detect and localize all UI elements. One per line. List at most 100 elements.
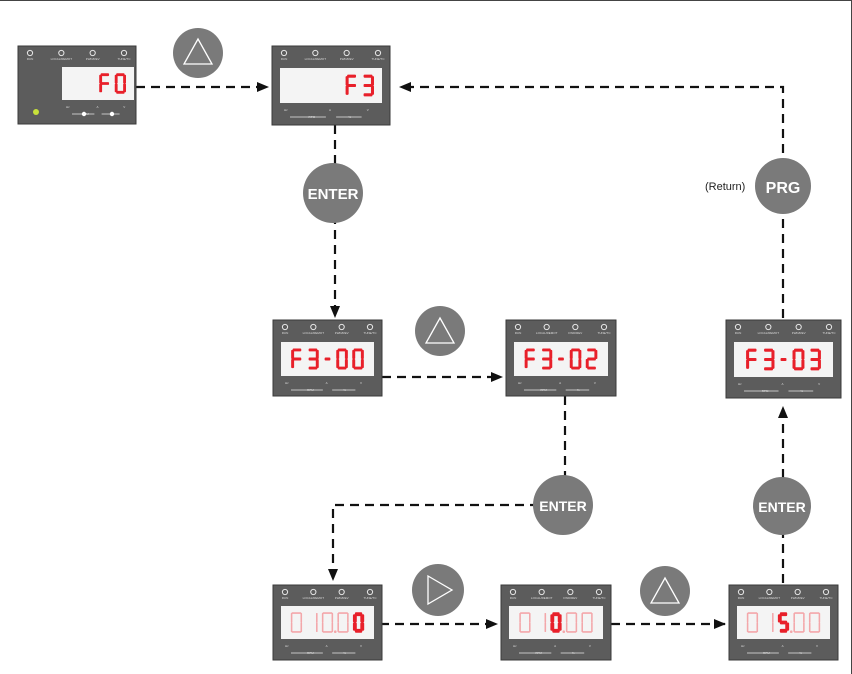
indicator-led <box>600 323 608 331</box>
indicator-led <box>737 588 745 596</box>
indicator-label: LOCAL/REMOT <box>51 57 73 61</box>
right-triangle-icon <box>427 574 454 606</box>
indicator-led <box>794 588 801 596</box>
indicator-led <box>281 323 289 331</box>
prg-button[interactable]: PRG <box>755 158 811 214</box>
up-button-3[interactable] <box>640 566 690 616</box>
enter-button-2[interactable]: ENTER <box>533 475 593 535</box>
indicator-label: RUN <box>281 57 288 61</box>
seven-seg-digit <box>524 348 535 369</box>
svg-text:A: A <box>97 105 99 109</box>
svg-text:A: A <box>329 108 331 112</box>
display-digits <box>291 348 364 370</box>
seven-seg-digit <box>565 612 578 633</box>
seven-seg-digit <box>772 613 774 632</box>
seven-seg-digit <box>558 357 564 361</box>
display-digits <box>746 612 821 634</box>
svg-text:A: A <box>782 644 784 648</box>
indicator-label: LOCAL/REMOT <box>758 331 780 335</box>
indicator-led <box>120 49 128 57</box>
display-digits <box>345 74 374 97</box>
return-note: (Return) <box>705 181 745 193</box>
seven-seg-digit <box>793 612 805 633</box>
indicator-led <box>281 588 289 596</box>
indicator-led <box>58 49 65 57</box>
indicator-label: TUNE/TC <box>118 57 132 61</box>
seven-seg-digit <box>746 612 759 633</box>
svg-text:%: % <box>348 115 351 119</box>
indicator-label: FWD/REV <box>335 596 349 600</box>
indicator-label: RUN <box>282 331 289 335</box>
seven-seg-digit <box>363 74 374 97</box>
svg-text:Hz: Hz <box>284 108 288 112</box>
indicator-label: TUNE/TC <box>598 331 612 335</box>
arrow-p5-to-p2 <box>399 82 785 318</box>
seven-seg-digit <box>290 612 303 633</box>
svg-text:A: A <box>554 644 556 648</box>
enter-button-3[interactable]: ENTER <box>753 477 811 535</box>
display-digits <box>290 612 365 634</box>
svg-text:Hz: Hz <box>66 105 70 109</box>
svg-text:A: A <box>559 381 561 385</box>
svg-text:RPM: RPM <box>309 115 316 119</box>
indicator-label: LOCAL/REMOT <box>305 57 327 61</box>
svg-text:V: V <box>367 108 369 112</box>
decimal-point <box>789 630 793 634</box>
shift-button[interactable] <box>412 564 464 616</box>
up-button-2[interactable] <box>415 306 465 356</box>
decimal-point <box>333 630 337 634</box>
display-digits <box>746 348 821 371</box>
seven-seg-digit <box>337 612 349 633</box>
svg-text:RPM: RPM <box>540 388 547 392</box>
indicator-label: RUN <box>27 57 34 61</box>
display-digits <box>524 348 598 370</box>
svg-text:%: % <box>577 388 580 392</box>
indicator-label: LOCAL/REMOT <box>536 331 558 335</box>
indicator-led <box>312 49 319 57</box>
seven-seg-digit <box>746 348 757 369</box>
up-triangle-icon <box>182 37 214 65</box>
seven-seg-digit <box>569 348 582 370</box>
indicator-led <box>343 49 350 57</box>
indicator-label: TUNE/TC <box>372 57 386 61</box>
indicator-label: TUNE/TC <box>364 596 378 600</box>
seven-seg-digit <box>345 74 357 95</box>
indicator-led <box>734 323 742 331</box>
seven-seg-digit <box>114 73 126 94</box>
indicator-label: TUNE/TC <box>364 331 378 335</box>
indicator-led <box>366 323 374 331</box>
seven-seg-digit <box>777 612 790 633</box>
seven-seg-digit <box>316 613 318 632</box>
indicator-led <box>825 323 833 331</box>
indicator-label: FWD/REV <box>791 596 805 600</box>
indicator-label: RUN <box>515 331 522 335</box>
display-digits <box>519 612 593 634</box>
indicator-label: RUN <box>735 331 742 335</box>
seven-seg-digit <box>99 73 110 93</box>
svg-text:V: V <box>818 382 820 386</box>
seven-seg-digit <box>291 348 302 369</box>
svg-text:RPM: RPM <box>762 389 769 393</box>
svg-text:%: % <box>343 651 346 655</box>
svg-text:V: V <box>360 381 362 385</box>
seven-seg-digit <box>352 612 365 633</box>
indicator-led <box>538 588 545 596</box>
up-button-1[interactable] <box>173 28 223 78</box>
svg-text:%: % <box>800 389 803 393</box>
svg-text:Hz: Hz <box>285 644 289 648</box>
svg-text:RPM: RPM <box>763 651 770 655</box>
seven-seg-digit <box>808 612 821 633</box>
indicator-led <box>310 588 317 596</box>
enter-button-1[interactable]: ENTER <box>303 163 363 223</box>
enter-button-label: ENTER <box>308 186 359 203</box>
indicator-label: FWD/REV <box>335 331 349 335</box>
svg-text:A: A <box>326 381 328 385</box>
indicator-led <box>514 323 522 331</box>
indicator-led <box>338 323 345 331</box>
svg-text:A: A <box>782 382 784 386</box>
seven-seg-digit <box>764 348 775 371</box>
